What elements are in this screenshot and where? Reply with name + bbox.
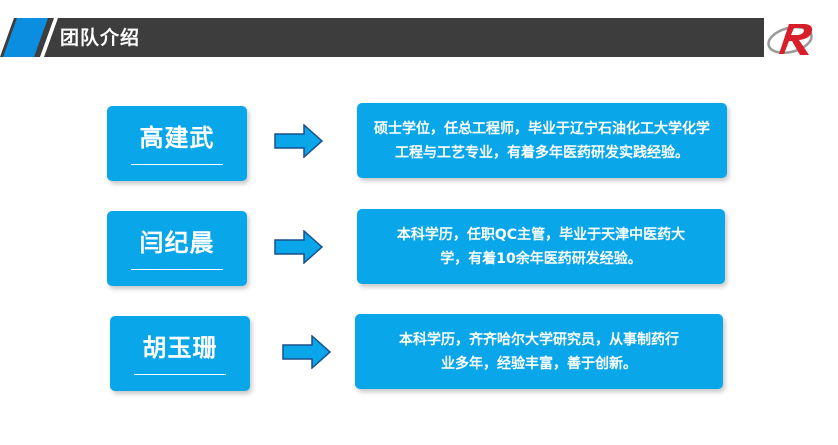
- member-name-card: 高建武: [107, 106, 247, 181]
- member-description-card: 硕士学位，任总工程师，毕业于辽宁石油化工大学化学工程与工艺专业，有着多年医药研发…: [357, 103, 727, 178]
- member-name: 胡玉珊: [142, 334, 218, 362]
- member-name: 闫纪晨: [139, 229, 215, 257]
- member-description-card: 本科学历，任职QC主管，毕业于天津中医药大学，有着10余年医药研发经验。: [357, 209, 725, 284]
- name-underline: [134, 374, 226, 375]
- member-description-card: 本科学历，齐齐哈尔大学研究员，从事制药行业多年，经验丰富，善于创新。: [355, 314, 723, 389]
- section-title: 团队介绍: [60, 27, 141, 49]
- member-description: 硕士学位，任总工程师，毕业于辽宁石油化工大学化学工程与工艺专业，有着多年医药研发…: [374, 120, 710, 161]
- member-description: 本科学历，任职QC主管，毕业于天津中医药大学，有着10余年医药研发经验。: [396, 226, 686, 267]
- header-bar-background: [0, 18, 764, 57]
- right-arrow-icon: [274, 124, 324, 158]
- member-name: 高建武: [139, 124, 215, 152]
- right-arrow-icon: [282, 335, 332, 369]
- member-name-card: 胡玉珊: [110, 316, 250, 391]
- right-arrow-icon: [274, 230, 324, 264]
- company-logo: [767, 24, 813, 55]
- name-underline: [131, 269, 223, 270]
- member-description: 本科学历，齐齐哈尔大学研究员，从事制药行业多年，经验丰富，善于创新。: [399, 331, 679, 372]
- name-underline: [131, 164, 223, 165]
- member-name-card: 闫纪晨: [107, 211, 247, 286]
- section-header-bar: 团队介绍: [0, 18, 764, 57]
